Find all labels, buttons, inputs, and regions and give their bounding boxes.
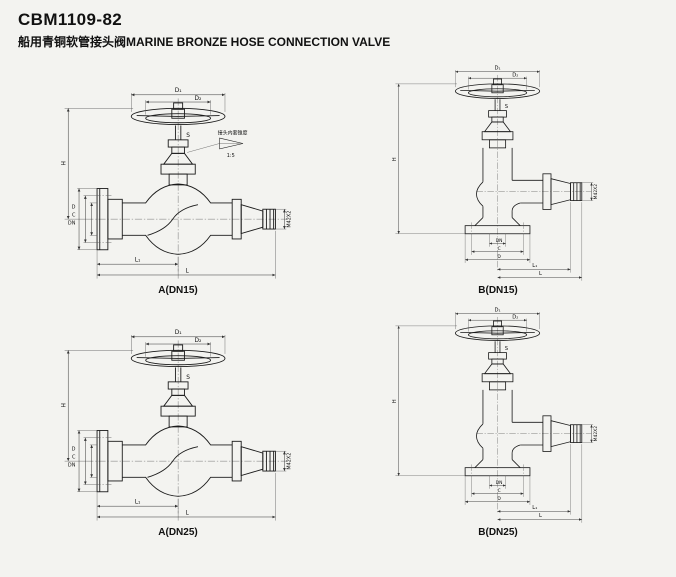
valve-drawing-a-dn25 [43,326,313,526]
figure-caption-b-dn25: B(DN25) [478,527,518,538]
figure-b-dn15: B(DN15) [338,54,658,296]
valve-drawing-b-dn25 [376,304,619,526]
page-title: CBM1109-82 [18,10,123,29]
figure-caption-a-dn15: A(DN15) [158,285,198,296]
figure-grid: A(DN15) B(DN15) A(DN25) B(DN25) [18,54,658,538]
page: CBM1109-82 船用青铜软管接头阀MARINE BRONZE HOSE C… [18,10,676,538]
figure-a-dn25: A(DN25) [18,296,338,538]
figure-caption-a-dn25: A(DN25) [158,527,198,538]
page-subtitle: 船用青铜软管接头阀MARINE BRONZE HOSE CONNECTION V… [18,35,391,49]
valve-drawing-b-dn15 [376,62,619,284]
figure-b-dn25: B(DN25) [338,296,658,538]
valve-drawing-a-dn15 [43,84,313,284]
figure-caption-b-dn15: B(DN15) [478,285,518,296]
figure-a-dn15: A(DN15) [18,54,338,296]
header: CBM1109-82 船用青铜软管接头阀MARINE BRONZE HOSE C… [18,10,658,50]
